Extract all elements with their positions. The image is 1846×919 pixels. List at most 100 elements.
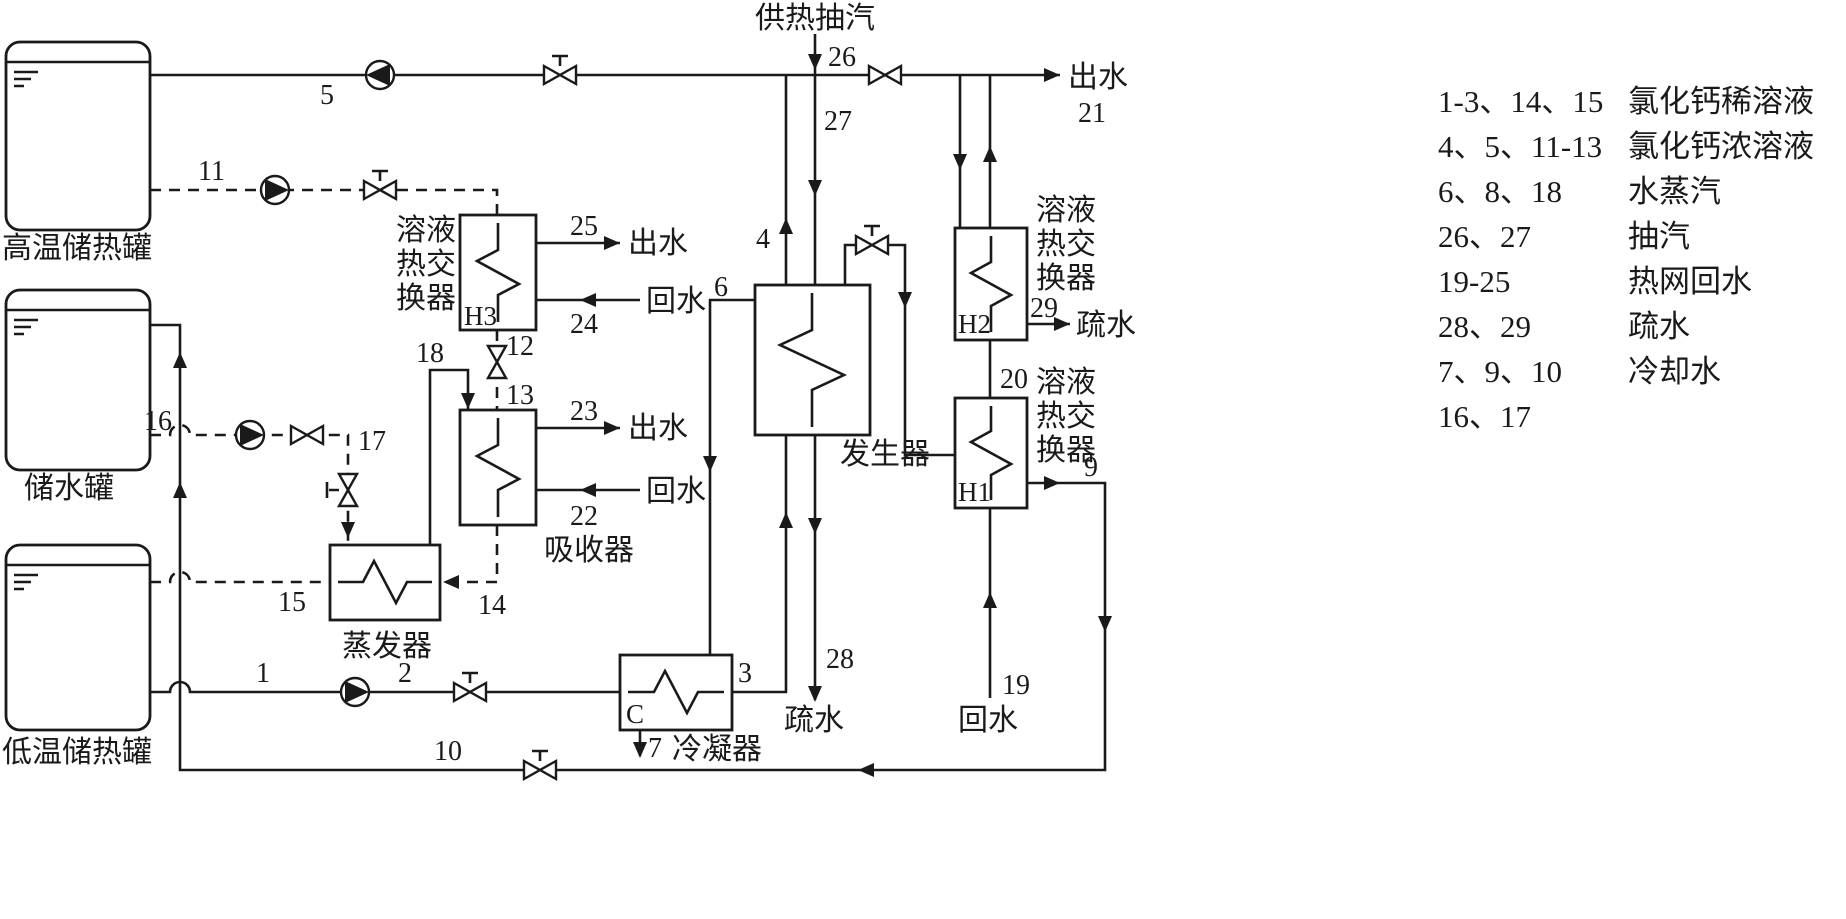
label-hx3-line2: 热交 bbox=[396, 248, 456, 281]
pipe-stream15 bbox=[150, 570, 330, 584]
tag-c: C bbox=[626, 699, 644, 729]
flow-arrow-icon bbox=[703, 456, 717, 472]
legend-row-7-nums: 16、17 bbox=[1438, 399, 1531, 434]
stream-label-6: 6 bbox=[714, 272, 728, 303]
stream-label-1: 1 bbox=[256, 658, 270, 689]
flow-arrow-icon bbox=[604, 421, 620, 435]
label-absorber: 吸收器 bbox=[544, 534, 634, 567]
evaporator bbox=[328, 543, 442, 622]
flow-arrow-icon bbox=[1044, 68, 1060, 82]
hx-coil-icon bbox=[776, 293, 848, 427]
tank-body bbox=[4, 543, 152, 732]
stream-label-18: 18 bbox=[416, 338, 444, 369]
flow-arrow-icon bbox=[1054, 317, 1070, 331]
label-supply-steam: 供热抽汽 bbox=[755, 2, 875, 35]
flow-arrow-icon bbox=[779, 218, 793, 234]
stream-label-27: 27 bbox=[824, 106, 852, 137]
label-hx2-line1: 溶液 bbox=[1036, 194, 1096, 227]
hx-coil-icon bbox=[628, 668, 724, 716]
legend-row-1-desc: 氯化钙浓溶液 bbox=[1628, 129, 1814, 164]
flow-arrow-icon bbox=[443, 575, 459, 589]
legend-row-4-nums: 19-25 bbox=[1438, 264, 1510, 299]
tag-h2: H2 bbox=[958, 309, 991, 339]
flow-arrow-icon bbox=[983, 146, 997, 162]
stream-label-11: 11 bbox=[198, 156, 225, 187]
stream-label-3: 3 bbox=[738, 658, 752, 689]
stream-label-23: 23 bbox=[570, 396, 598, 427]
valve-icon bbox=[325, 472, 360, 508]
label-tank-water: 储水罐 bbox=[24, 472, 114, 505]
absorber bbox=[458, 408, 538, 527]
hx-coil-icon bbox=[474, 223, 522, 322]
legend-row-3-desc: 抽汽 bbox=[1628, 219, 1690, 254]
hx-h2 bbox=[953, 226, 1029, 342]
label-condenser: 冷凝器 bbox=[672, 733, 762, 766]
flow-arrow-icon bbox=[983, 592, 997, 608]
hx-box bbox=[328, 543, 442, 622]
hx-coil-icon bbox=[968, 236, 1014, 332]
label-hx2-line2: 热交 bbox=[1036, 228, 1096, 261]
valve-icon bbox=[522, 749, 558, 782]
pipe-gen-to-h1 bbox=[843, 243, 955, 457]
tank-body bbox=[4, 40, 152, 232]
stream-label-7: 7 bbox=[648, 733, 662, 764]
legend-row-0-desc: 氯化钙稀溶液 bbox=[1628, 84, 1814, 119]
pipe-stream1-2 bbox=[150, 680, 620, 694]
pump-icon bbox=[364, 59, 396, 91]
label-outlet-25: 出水 bbox=[628, 227, 688, 260]
valve-icon bbox=[854, 224, 890, 257]
label-drain-29: 疏水 bbox=[1076, 309, 1136, 342]
stream-label-16: 16 bbox=[144, 406, 172, 437]
label-hx2-line3: 换器 bbox=[1036, 262, 1096, 295]
stream-label-2: 2 bbox=[398, 658, 412, 689]
generator bbox=[753, 283, 872, 437]
pipe-cooling-9-10-16 bbox=[150, 323, 1107, 772]
flow-arrow-icon bbox=[808, 518, 822, 534]
flow-arrow-icon bbox=[1098, 616, 1112, 632]
legend-row-1-nums: 4、5、11-13 bbox=[1438, 129, 1602, 164]
hx-coil-icon bbox=[474, 418, 522, 517]
stream-label-24: 24 bbox=[570, 309, 598, 340]
label-hx3-line1: 溶液 bbox=[396, 214, 456, 247]
tag-h1: H1 bbox=[958, 477, 991, 507]
labels: 供热抽汽 26 27 4 5 11 6 1 2 3 7 10 28 19 20 … bbox=[2, 2, 1136, 769]
hx-box bbox=[953, 226, 1029, 342]
flow-arrow-icon bbox=[173, 482, 187, 498]
stream-label-26: 26 bbox=[828, 42, 856, 73]
stream-label-28: 28 bbox=[826, 644, 854, 675]
level-icon bbox=[14, 573, 38, 591]
label-hx1-line3: 换器 bbox=[1036, 434, 1096, 467]
pump-icon bbox=[234, 419, 266, 451]
flow-arrow-icon bbox=[580, 483, 596, 497]
pump-icon bbox=[259, 174, 291, 206]
tank-low-temp bbox=[4, 543, 152, 732]
legend-row-0-nums: 1-3、14、15 bbox=[1438, 84, 1603, 119]
flow-arrow-icon bbox=[173, 352, 187, 368]
valve-icon bbox=[867, 63, 903, 87]
stream-label-21: 21 bbox=[1078, 98, 1106, 129]
flow-arrow-icon bbox=[580, 293, 596, 307]
label-generator: 发生器 bbox=[840, 438, 930, 471]
legend-row-6-nums: 7、9、10 bbox=[1438, 354, 1562, 389]
stream-label-9: 9 bbox=[1084, 452, 1098, 483]
tank-body bbox=[4, 288, 152, 472]
flow-arrow-icon bbox=[808, 54, 822, 70]
flow-arrow-icon bbox=[858, 763, 874, 777]
legend-row-5-desc: 疏水 bbox=[1628, 309, 1690, 344]
label-outlet-23: 出水 bbox=[628, 412, 688, 445]
stream-label-15: 15 bbox=[278, 587, 306, 618]
stream-label-14: 14 bbox=[478, 590, 506, 621]
label-evaporator: 蒸发器 bbox=[342, 630, 432, 663]
pipe-stream17 bbox=[150, 423, 350, 545]
pipes-solid bbox=[150, 34, 1107, 772]
label-return-24: 回水 bbox=[646, 285, 706, 318]
level-icon bbox=[14, 318, 38, 336]
flow-arrow-icon bbox=[779, 512, 793, 528]
legend-row-2-desc: 水蒸汽 bbox=[1628, 174, 1721, 209]
hx-coil-icon bbox=[338, 558, 432, 606]
legend-row-2-nums: 6、8、18 bbox=[1438, 174, 1562, 209]
flow-arrow-icon bbox=[808, 686, 822, 702]
hx-h3 bbox=[458, 213, 538, 332]
flow-arrow-icon bbox=[461, 393, 475, 409]
